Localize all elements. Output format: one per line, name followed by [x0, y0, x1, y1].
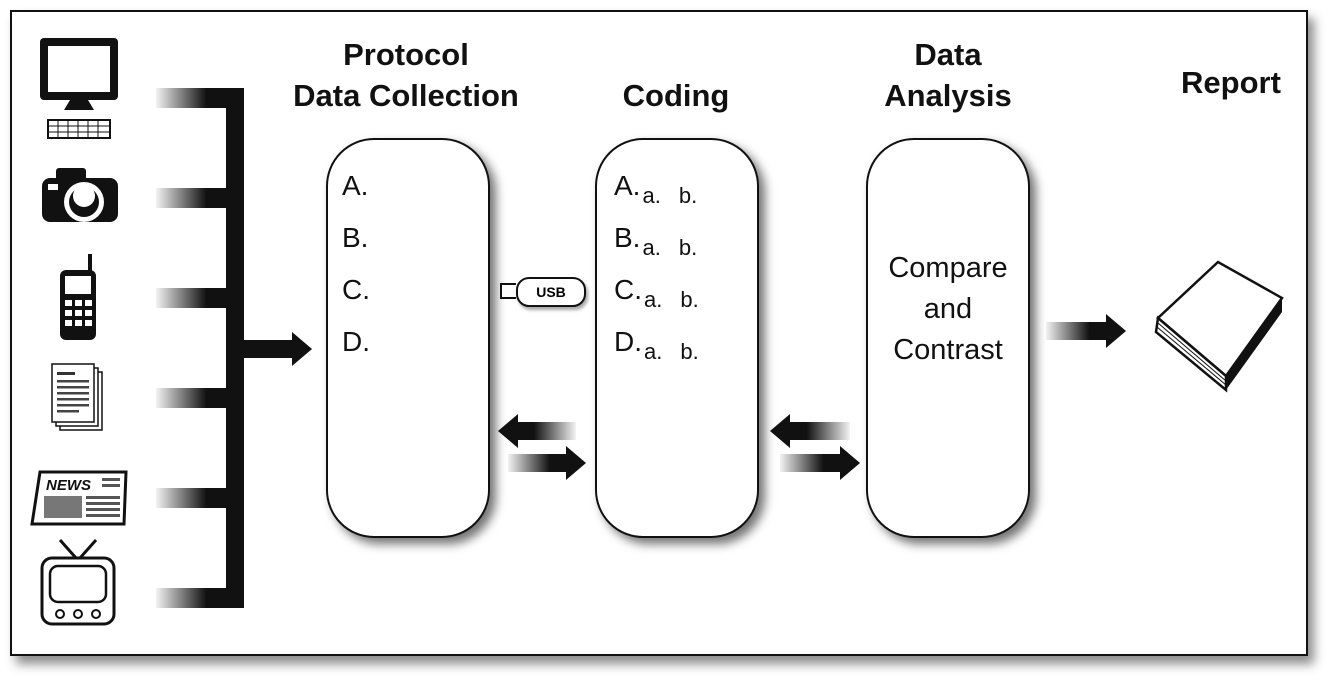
protocol-to-coding-arrow: [508, 446, 586, 480]
coding-to-protocol-arrow: [498, 414, 576, 448]
protocol-item: A.: [342, 170, 369, 201]
document-icon: [51, 363, 103, 431]
source-feeder: [156, 88, 228, 108]
bus-to-protocol-arrow: [240, 332, 312, 366]
coding-item: D.a. b.: [614, 322, 699, 374]
protocol-item: C.: [342, 274, 370, 305]
coding-sub-b: b.: [680, 339, 699, 364]
coding-sub-b: b.: [678, 235, 698, 260]
newspaper-label: NEWS: [46, 477, 91, 494]
data-analysis-heading: Data Analysis: [884, 37, 1012, 113]
protocol-data-collection-heading: Protocol Data Collection: [293, 37, 519, 113]
coding-item-label: C.: [614, 274, 642, 305]
source-feeder: [156, 488, 228, 508]
analysis-panel: [866, 138, 1030, 538]
usb-plug-icon: [500, 283, 516, 299]
source-feeder: [156, 388, 228, 408]
report-heading: Report: [1181, 65, 1281, 100]
coding-item: B.a. b.: [614, 218, 699, 270]
coding-sub-b: b.: [678, 183, 698, 208]
protocol-item: D.: [342, 326, 370, 357]
coding-sub-b: b.: [680, 287, 699, 312]
newspaper-icon: NEWS: [30, 470, 128, 526]
report-book-icon: [1154, 260, 1284, 393]
source-feeder: [156, 188, 228, 208]
coding-heading: Coding: [622, 78, 730, 113]
coding-list: A.a.b. B.a.b. C.a.b. D.a.b.: [614, 166, 699, 374]
usb-stick-icon: USB: [516, 277, 586, 307]
coding-sub-a: a.: [644, 287, 663, 312]
coding-item-label: D.: [614, 326, 642, 357]
analysis-to-report-arrow: [1046, 314, 1126, 348]
collection-bus: [226, 88, 244, 608]
coding-sub-a: a.: [642, 183, 661, 208]
mobile-phone-icon: [60, 254, 96, 340]
source-feeder: [156, 588, 228, 608]
coding-sub-a: a.: [644, 339, 663, 364]
coding-sub-a: a.: [642, 235, 661, 260]
analysis-to-coding-arrow: [770, 414, 850, 448]
coding-to-analysis-arrow: [780, 446, 860, 480]
coding-panel: [595, 138, 759, 538]
compare-and-contrast-text: Compare and Contrast: [888, 252, 1008, 366]
coding-item-label: A.: [614, 170, 641, 201]
protocol-panel: [326, 138, 490, 538]
coding-item: A.a. b.: [614, 166, 699, 218]
coding-item: C.a. b.: [614, 270, 699, 322]
protocol-item: B.: [342, 222, 369, 253]
coding-item-label: B.: [614, 222, 641, 253]
source-feeder: [156, 288, 228, 308]
computer-icon: [40, 38, 118, 139]
protocol-list: A. B. C. D.: [342, 166, 370, 374]
camera-icon: [42, 168, 118, 222]
television-icon: [40, 539, 116, 626]
